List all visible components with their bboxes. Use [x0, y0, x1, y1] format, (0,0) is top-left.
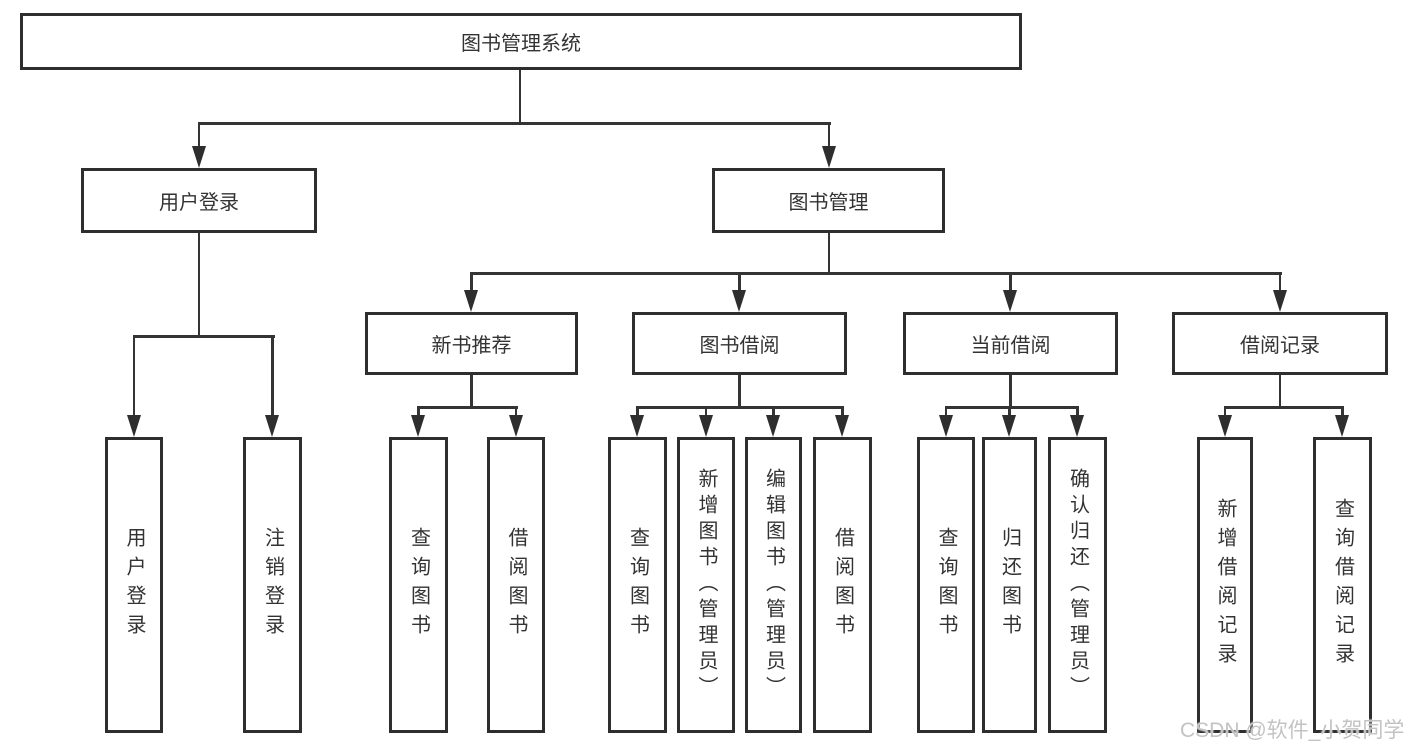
leaf-nbr-borrow-books: 借阅图书 [487, 437, 545, 733]
connector-bookborrow-bar [636, 406, 845, 409]
connector-drop-login-leaf [132, 335, 136, 419]
leaf-nbr-query-books: 查询图书 [389, 437, 448, 733]
connector-drop-new-book-rec [470, 272, 473, 294]
arrowhead-bb-borrow [835, 415, 849, 437]
arrowhead-book-borrow [732, 290, 746, 312]
leaf-bb-query-books: 查询图书 [608, 437, 667, 733]
connector-userlogin-stem [197, 233, 201, 335]
arrowhead-new-book-rec [464, 290, 478, 312]
leaf-cb-confirm-return-admin: 确认归还（管理员） [1048, 437, 1107, 733]
node-book-borrowing: 图书借阅 [632, 312, 847, 375]
connector-currentborrow-bar [944, 406, 1079, 409]
arrowhead-cb-query [938, 415, 953, 437]
node-user-login: 用户登录 [81, 168, 317, 233]
leaf-br-query-record: 查询借阅记录 [1313, 437, 1372, 733]
arrowhead-cb-confirm [1070, 415, 1084, 437]
arrowhead-bb-add [698, 415, 713, 437]
connector-root-stem [518, 70, 522, 122]
connector-userlogin-bar [132, 335, 275, 338]
arrowhead-br-add [1217, 415, 1232, 437]
node-book-management: 图书管理 [712, 168, 945, 233]
leaf-cb-query-books: 查询图书 [917, 437, 975, 733]
arrowhead-user-login [191, 146, 206, 168]
arrowhead-bb-query [630, 415, 644, 437]
arrowhead-login-leaf [126, 415, 141, 437]
leaf-bb-borrow-books: 借阅图书 [813, 437, 872, 733]
leaf-bb-add-books-admin: 新增图书（管理员） [677, 437, 735, 733]
connector-bookmgmt-stem [827, 233, 831, 274]
arrowhead-book-mgmt [821, 146, 836, 168]
node-root-library-system: 图书管理系统 [20, 13, 1022, 70]
leaf-br-add-record: 新增借阅记录 [1197, 437, 1253, 733]
connector-drop-nbr-borrow [514, 406, 518, 421]
connector-newbookrec-bar [417, 406, 519, 409]
connector-drop-borrow-records [1278, 272, 1282, 294]
node-current-borrowing: 当前借阅 [903, 312, 1118, 375]
leaf-logout: 注销登录 [243, 437, 302, 733]
connector-drop-current-borrow [1009, 272, 1012, 294]
arrowhead-logout-leaf [265, 415, 279, 437]
connector-drop-cb-confirm [1076, 406, 1079, 421]
arrowhead-bb-edit [766, 415, 780, 437]
connector-drop-cb-query [944, 406, 948, 421]
connector-drop-book-borrow [738, 272, 741, 294]
connector-drop-bb-borrow [841, 406, 844, 421]
connector-drop-logout-leaf [271, 335, 274, 419]
connector-drop-bb-query [636, 406, 639, 421]
connector-drop-user-login [197, 122, 201, 150]
arrowhead-borrow-records [1272, 290, 1287, 312]
arrowhead-cb-return [1002, 415, 1016, 437]
connector-drop-cb-return [1008, 406, 1011, 421]
node-borrowing-records: 借阅记录 [1172, 312, 1388, 375]
connector-bookborrow-stem [738, 375, 741, 408]
connector-borrowrecords-stem [1278, 375, 1282, 408]
connector-root-bar [197, 122, 831, 125]
leaf-user-login: 用户登录 [105, 437, 163, 733]
connector-borrowrecords-bar [1223, 406, 1344, 409]
arrowhead-nbr-borrow [508, 415, 523, 437]
leaf-bb-edit-books-admin: 编辑图书（管理员） [745, 437, 802, 733]
connector-drop-nbr-query [417, 406, 420, 421]
arrowhead-br-query [1335, 415, 1349, 437]
connector-newbookrec-stem [470, 375, 473, 408]
arrowhead-nbr-query [411, 415, 425, 437]
connector-currentborrow-stem [1009, 375, 1012, 408]
node-new-book-recommend: 新书推荐 [365, 312, 578, 375]
arrowhead-current-borrow [1003, 290, 1017, 312]
connector-drop-book-mgmt [827, 122, 831, 150]
connector-bookmgmt-bar [470, 272, 1283, 275]
connector-drop-br-query [1341, 406, 1344, 421]
connector-drop-bb-edit [772, 406, 775, 421]
leaf-cb-return-books: 归还图书 [982, 437, 1037, 733]
connector-drop-br-add [1223, 406, 1227, 421]
connector-drop-bb-add [704, 406, 708, 421]
csdn-watermark: CSDN @软件_小贺同学 [1180, 719, 1405, 742]
